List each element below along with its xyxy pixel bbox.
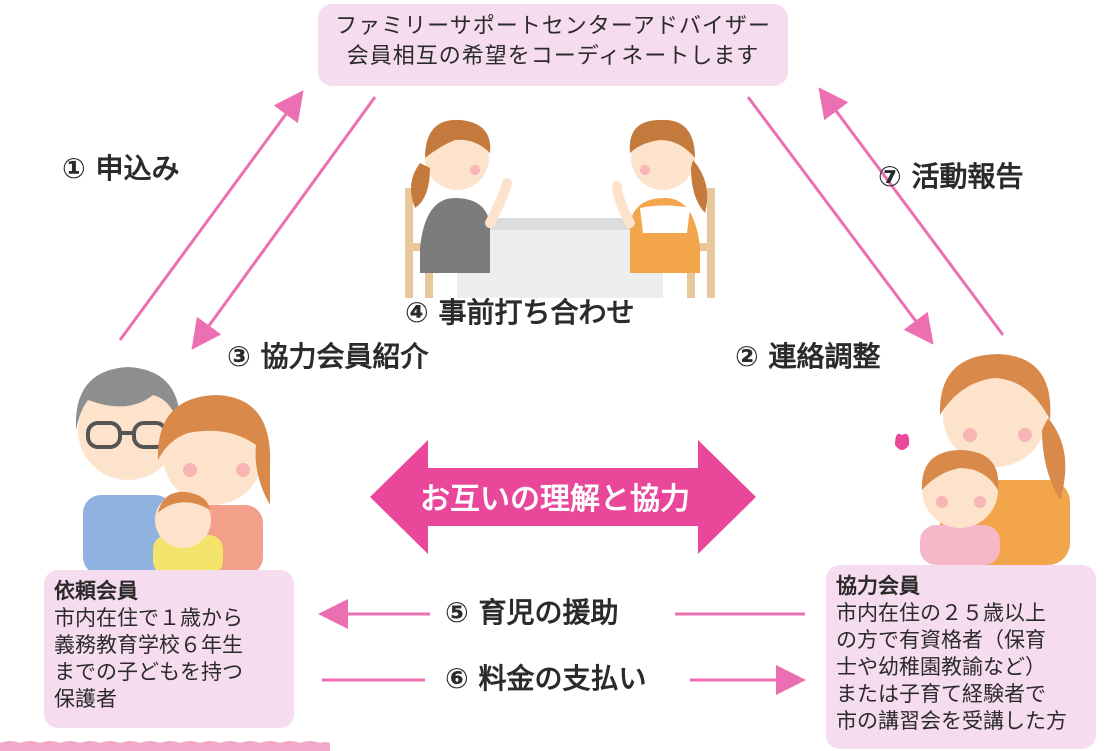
meeting-illustration <box>405 119 715 298</box>
heart-icon <box>895 433 910 450</box>
arrow-introduction <box>191 96 377 350</box>
step-coordination: ② 連絡調整 <box>735 340 881 373</box>
step-pre-meeting: ④ 事前打ち合わせ <box>405 296 635 329</box>
requester-desc-line: 市内在住で１歳から <box>54 606 243 630</box>
step-childcare-support: ⑤ 育児の援助 <box>445 596 619 629</box>
mutual-understanding-label: お互いの理解と協力 <box>420 482 690 517</box>
step-application: ① 申込み <box>62 152 180 185</box>
helper-desc-line: または子育て経験者で <box>836 682 1046 706</box>
helper-member-box: 協力会員 市内在住の２５歳以上 の方で有資格者（保育 士や幼稚園教諭など） また… <box>826 565 1096 749</box>
adviser-box: ファミリーサポートセンターアドバイザー 会員相互の希望をコーディネートします <box>318 4 788 86</box>
arrow-coordination <box>746 96 934 345</box>
helper-title: 協力会員 <box>836 574 920 598</box>
requester-desc-line: までの子どもを持つ <box>54 660 243 684</box>
decorative-border <box>0 741 330 751</box>
arrow-application <box>118 90 304 341</box>
requester-member-box: 依頼会員 市内在住で１歳から 義務教育学校６年生 までの子どもを持つ 保護者 <box>44 570 294 728</box>
helper-illustration <box>895 354 1070 565</box>
requester-desc-line: 義務教育学校６年生 <box>54 633 243 657</box>
adviser-title: ファミリーサポートセンターアドバイザー <box>335 14 771 39</box>
step-introduction: ③ 協力会員紹介 <box>227 340 429 373</box>
arrow-report <box>818 87 1005 336</box>
step-activity-report: ⑦ 活動報告 <box>878 160 1024 193</box>
step-payment: ⑥ 料金の支払い <box>445 662 647 695</box>
helper-desc-line: 市内在住の２５歳以上 <box>836 601 1046 625</box>
helper-desc-line: の方で有資格者（保育 <box>836 628 1046 652</box>
helper-desc-line: 士や幼稚園教諭など） <box>836 655 1046 679</box>
requester-title: 依頼会員 <box>54 579 138 603</box>
requester-desc-line: 保護者 <box>54 687 117 711</box>
adviser-description: 会員相互の希望をコーディネートします <box>346 44 760 69</box>
family-illustration <box>75 367 271 575</box>
helper-desc-line: 市の講習会を受講した方 <box>836 709 1067 733</box>
mutual-double-arrow <box>370 440 756 554</box>
